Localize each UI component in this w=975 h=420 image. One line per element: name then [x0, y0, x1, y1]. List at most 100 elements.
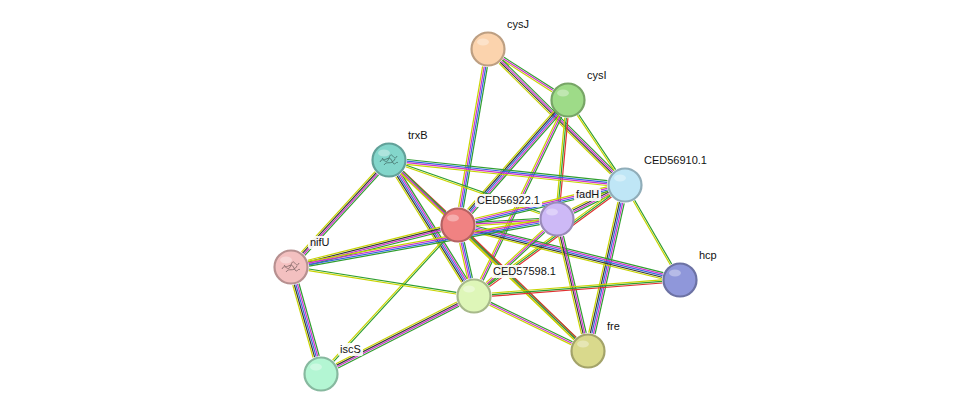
- interaction-edge: [460, 242, 473, 279]
- evidence-line: [460, 243, 468, 279]
- evidence-line: [297, 284, 317, 356]
- evidence-line: [296, 284, 316, 356]
- protein-node: iscS: [304, 357, 338, 391]
- interaction-edge: [301, 172, 378, 256]
- evidence-line: [471, 115, 557, 213]
- evidence-line: [407, 161, 607, 182]
- node-circle: [469, 30, 507, 68]
- evidence-line: [304, 174, 378, 254]
- node-circle: [439, 206, 477, 244]
- node-circle: [455, 277, 493, 315]
- node-circle: [606, 166, 644, 204]
- protein-node: fre: [571, 334, 605, 368]
- evidence-line: [557, 118, 565, 201]
- node-label: CED57598.1: [491, 265, 558, 278]
- node-circle: [549, 81, 587, 119]
- protein-node: cysI: [551, 83, 585, 117]
- evidence-line: [294, 285, 314, 357]
- node-circle: [538, 200, 576, 238]
- evidence-line: [633, 201, 670, 265]
- evidence-line: [308, 227, 440, 260]
- interaction-edge: [475, 226, 664, 279]
- interaction-edge: [492, 280, 662, 296]
- evidence-line: [560, 237, 583, 334]
- protein-node: hcp: [663, 263, 697, 297]
- evidence-line: [488, 194, 610, 284]
- interaction-edge: [293, 283, 319, 357]
- evidence-line: [402, 172, 575, 338]
- evidence-line: [635, 200, 672, 264]
- node-label: fre: [605, 320, 622, 333]
- protein-node: CED56910.1: [608, 168, 642, 202]
- interaction-edge: [336, 302, 459, 368]
- node-circle: [272, 248, 310, 286]
- evidence-line: [305, 175, 379, 255]
- evidence-line: [559, 118, 567, 201]
- evidence-line: [502, 60, 613, 171]
- node-label: CED56922.1: [475, 194, 542, 207]
- evidence-line: [490, 305, 572, 344]
- interaction-edge: [490, 302, 573, 344]
- interaction-edge: [559, 236, 586, 334]
- protein-node: trxB: [372, 143, 406, 177]
- interaction-edge: [467, 111, 558, 213]
- evidence-line: [563, 236, 586, 333]
- evidence-line: [461, 243, 469, 279]
- protein-node: cysJ: [471, 32, 505, 66]
- evidence-line: [407, 163, 607, 184]
- evidence-line: [308, 220, 539, 262]
- evidence-line: [492, 283, 662, 296]
- evidence-line: [337, 305, 458, 367]
- evidence-line: [293, 285, 313, 357]
- protein-node: fadH: [540, 202, 574, 236]
- evidence-line: [492, 280, 662, 293]
- node-label: trxB: [406, 129, 430, 142]
- interaction-edge: [557, 118, 568, 201]
- protein-node: CED56922.1: [441, 208, 475, 242]
- evidence-line: [309, 271, 456, 294]
- evidence-line: [309, 225, 540, 267]
- protein-node: CED57598.1: [457, 279, 491, 313]
- node-circle: [370, 141, 408, 179]
- evidence-line: [407, 164, 607, 185]
- interaction-edge: [577, 115, 615, 171]
- evidence-line: [459, 66, 483, 207]
- evidence-line: [469, 112, 555, 210]
- evidence-line: [401, 174, 574, 340]
- evidence-line: [309, 223, 540, 265]
- evidence-line: [489, 197, 611, 287]
- evidence-line: [336, 302, 457, 364]
- evidence-line: [577, 115, 614, 170]
- node-circle: [661, 261, 699, 299]
- evidence-line: [308, 229, 440, 262]
- evidence-line: [492, 281, 662, 294]
- evidence-line: [403, 171, 576, 337]
- node-label: hcp: [697, 249, 719, 262]
- node-label: nifU: [308, 236, 332, 249]
- evidence-line: [301, 172, 375, 252]
- evidence-line: [309, 269, 456, 292]
- evidence-line: [559, 237, 582, 334]
- node-circle: [302, 355, 340, 393]
- node-label: CED56910.1: [642, 154, 709, 167]
- evidence-line: [562, 236, 585, 333]
- interaction-edge: [633, 200, 671, 265]
- evidence-line: [579, 115, 616, 170]
- interaction-edge: [309, 269, 457, 294]
- node-label: fadH: [574, 188, 601, 201]
- node-label: iscS: [338, 343, 363, 356]
- node-label: cysI: [585, 69, 609, 82]
- interaction-edge: [407, 160, 608, 186]
- node-label: cysJ: [505, 18, 531, 31]
- node-circle: [569, 332, 607, 370]
- protein-node: nifU: [274, 250, 308, 284]
- evidence-line: [337, 303, 458, 365]
- evidence-line: [472, 116, 558, 214]
- interaction-edge: [401, 171, 576, 339]
- evidence-line: [470, 114, 556, 212]
- evidence-line: [338, 306, 459, 368]
- evidence-line: [491, 302, 573, 341]
- interaction-edge: [308, 220, 539, 266]
- evidence-line: [303, 173, 377, 253]
- interaction-edge: [333, 238, 447, 362]
